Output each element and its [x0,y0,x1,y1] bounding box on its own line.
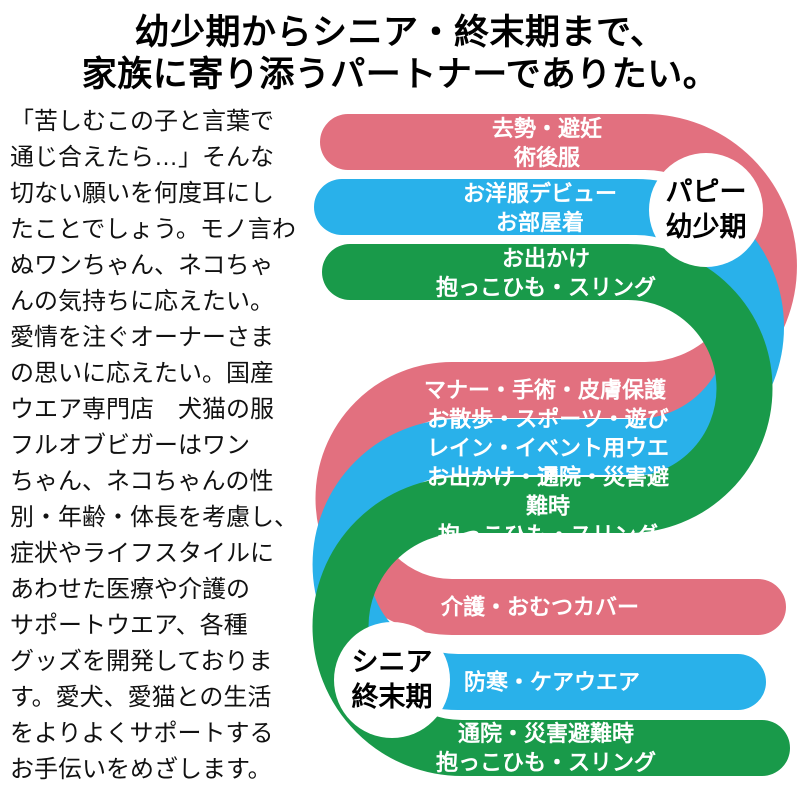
label-pink-bottom: 介護・おむつカバー [440,594,640,620]
label-green-middle: お出かけ・通院・災害避難時 抱っこひも・スリング [426,464,669,548]
senior-stage-label: シニア 終末期 [351,646,433,712]
puppy-stage-label: パピー 幼少期 [665,176,747,242]
intro-paragraph: 「苦しむこの子と言葉で 通じ合えたら…」そんな 切ない願いを何度耳にし たことで… [10,108,298,783]
puppy-stage-circle [649,153,763,267]
label-pink-top: 去勢・避妊 術後服 [491,115,603,170]
label-blue-top: お洋服デビュー お部屋着 [462,180,618,235]
page-title: 幼少期からシニア・終末期まで、 家族に寄り添うパートナーでありたい。 [81,13,719,94]
label-pink-middle: マナー・手術・皮膚保護 [423,377,667,403]
senior-stage-circle [334,622,450,738]
label-green-top: お出かけ 抱っこひも・スリング [435,245,657,300]
label-green-bottom: 通院・災害避難時 抱っこひも・スリング [435,720,657,775]
label-blue-middle: お散歩・スポーツ・遊び レイン・イベント用ウエア [426,406,669,490]
label-blue-bottom: 防寒・ケアウエア [463,669,641,695]
